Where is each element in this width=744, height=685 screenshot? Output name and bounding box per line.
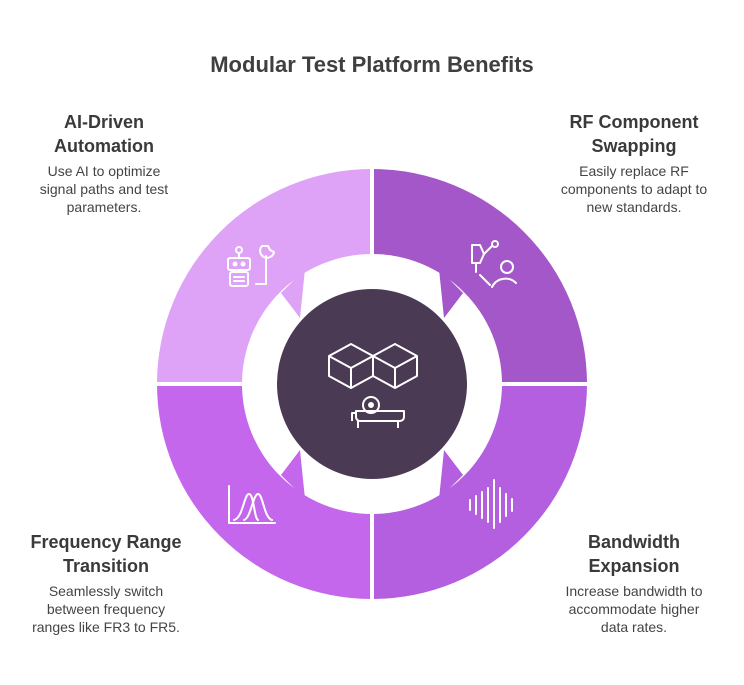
callout-bottom-right: Bandwidth Expansion Increase bandwidth t… — [534, 530, 734, 636]
callout-title: Bandwidth Expansion — [588, 532, 680, 576]
center-hub — [277, 289, 467, 479]
callout-description: Easily replace RF components to adapt to… — [560, 163, 708, 215]
person-swap-component-icon — [471, 240, 517, 288]
callout-description: Seamlessly switch between frequency rang… — [32, 583, 180, 635]
callout-top-left: AI-Driven Automation Use AI to optimize … — [4, 110, 204, 216]
frequency-curves-icon — [228, 485, 276, 524]
notch-top-right — [439, 269, 463, 318]
callout-title: Frequency Range Transition — [30, 532, 182, 576]
modular-cubes-platform-icon — [328, 343, 418, 428]
notch-top-left — [281, 269, 305, 318]
callout-top-right: RF Component Swapping Easily replace RF … — [534, 110, 734, 216]
callout-bottom-left: Frequency Range Transition Seamlessly sw… — [6, 530, 206, 636]
diagram-title: Modular Test Platform Benefits — [210, 52, 534, 77]
callout-description: Increase bandwidth to accommodate higher… — [565, 583, 703, 635]
notch-bottom-left — [281, 450, 305, 499]
notch-bottom-right — [439, 450, 463, 499]
callout-title: AI-Driven Automation — [54, 112, 154, 156]
callout-description: Use AI to optimize signal paths and test… — [39, 163, 169, 215]
waveform-bars-icon — [469, 479, 513, 529]
callout-title: RF Component Swapping — [569, 112, 699, 156]
robot-wrench-icon — [227, 245, 275, 287]
